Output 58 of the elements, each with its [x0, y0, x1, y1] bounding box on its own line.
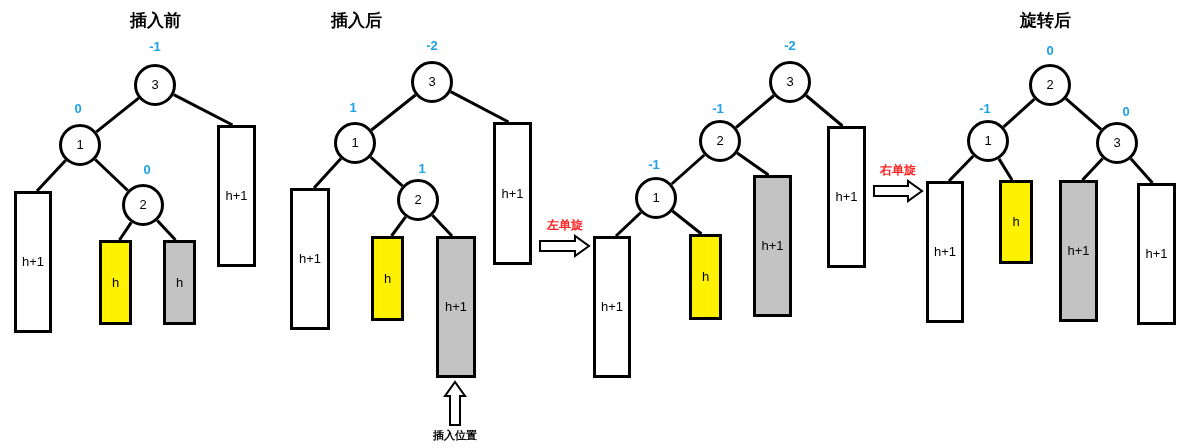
subtree-block: h+1 — [493, 122, 532, 265]
tree-edge — [614, 211, 642, 238]
subtree-block: h+1 — [827, 126, 866, 268]
balance-factor: 0 — [143, 163, 151, 176]
tree-edge — [805, 94, 844, 128]
subtree-block: h+1 — [753, 175, 792, 317]
subtree-block: h+1 — [593, 236, 631, 378]
balance-factor: -2 — [784, 39, 796, 52]
tree-heading: 旋转后 — [1019, 10, 1071, 32]
subtree-block: h+1 — [290, 188, 330, 330]
tree-edge — [735, 94, 775, 129]
tree-edge — [369, 156, 404, 187]
tree-edge — [370, 93, 417, 132]
block-arrow — [873, 179, 924, 203]
tree-edge — [156, 219, 177, 241]
block-arrow — [539, 234, 591, 258]
tree-edge — [670, 153, 706, 186]
balance-factor: -2 — [426, 39, 438, 52]
tree-edge — [118, 221, 133, 241]
tree-heading: 插入前 — [129, 10, 181, 32]
subtree-block: h — [99, 240, 132, 325]
tree-heading: 插入后 — [330, 10, 382, 32]
balance-factor: 0 — [74, 102, 82, 115]
tree-edge — [1064, 97, 1103, 131]
subtree-block: h — [689, 234, 722, 320]
subtree-block: h+1 — [926, 181, 964, 323]
tree-edge — [390, 216, 407, 237]
tree-edge — [736, 151, 770, 177]
subtree-block: h+1 — [14, 191, 52, 333]
subtree-block: h — [163, 240, 196, 325]
subtree-block: h+1 — [1137, 183, 1176, 325]
edge-label: 左单旋 — [546, 217, 583, 234]
tree-edge — [312, 157, 342, 189]
balance-factor: -1 — [979, 102, 991, 115]
subtree-block: h+1 — [1059, 180, 1098, 322]
edge-label: 右单旋 — [880, 162, 916, 179]
tree-edge — [947, 154, 975, 183]
subtree-block: h — [999, 180, 1033, 264]
subtree-block: h — [371, 236, 404, 321]
block-arrow — [443, 380, 467, 426]
balance-factor: 1 — [349, 101, 357, 114]
tree-edge — [1129, 157, 1154, 184]
balance-factor: 0 — [1122, 105, 1130, 118]
balance-factor: -1 — [648, 158, 660, 171]
tree-edge — [1002, 98, 1036, 128]
balance-factor: 0 — [1046, 44, 1054, 57]
tree-edge — [431, 214, 454, 238]
tree-edge — [35, 159, 67, 193]
balance-factor: -1 — [712, 102, 724, 115]
subtree-block: h+1 — [436, 236, 476, 378]
tree-edge — [94, 158, 129, 192]
balance-factor: 1 — [418, 162, 426, 175]
tree-edge — [1081, 157, 1104, 182]
balance-factor: -1 — [149, 40, 161, 53]
insert-position-label: 插入位置 — [415, 427, 495, 443]
subtree-block: h+1 — [217, 125, 256, 267]
tree-edge — [95, 96, 140, 134]
tree-edge — [671, 209, 703, 236]
